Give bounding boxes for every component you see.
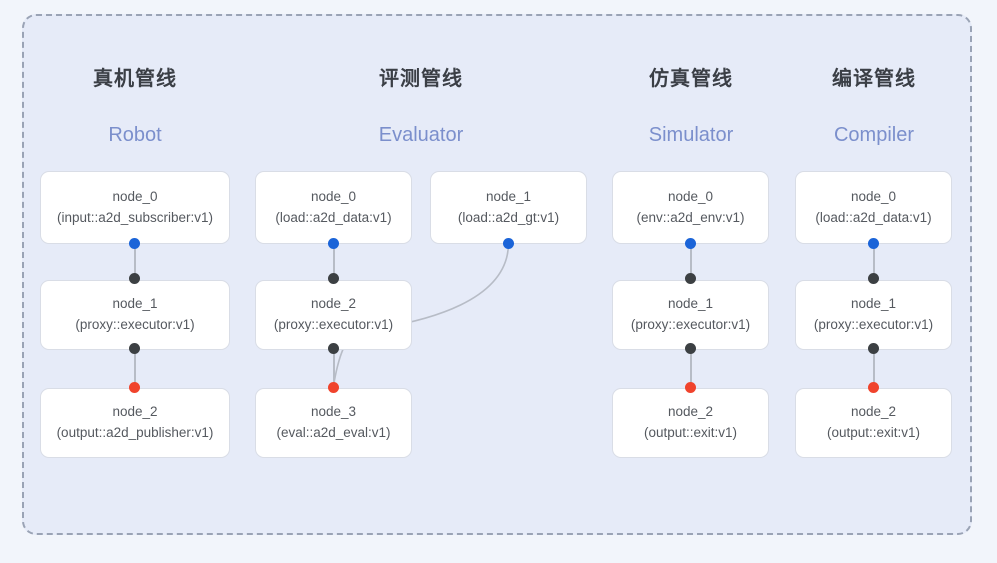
node-spec: (proxy::executor:v1) [75, 317, 195, 332]
node-id: node_2 [112, 404, 158, 420]
edge-sim-n0-n1 [690, 243, 692, 283]
column-title-zh-compiler: 编译管线 [832, 68, 916, 90]
edge-comp-n0-n1 [873, 243, 875, 283]
node-spec: (env::a2d_env:v1) [636, 209, 745, 225]
node-spec: (eval::a2d_eval:v1) [276, 425, 391, 440]
port-output-dark-robot-n1[interactable] [129, 343, 140, 354]
port-output-blue-robot-n0[interactable] [129, 238, 140, 249]
port-input-red-robot-n2[interactable] [129, 382, 140, 393]
port-input-red-evaluator-n3[interactable] [328, 382, 339, 393]
column-title-zh-simulator: 仿真管线 [649, 68, 733, 90]
node-spec: (output::exit:v1) [643, 425, 738, 440]
node-id: node_2 [850, 404, 897, 420]
node-robot-2[interactable]: node_2 (output::a2d_publisher:v1) [40, 388, 230, 458]
node-id: node_1 [667, 296, 714, 312]
port-input-dark-evaluator-n2[interactable] [328, 273, 339, 284]
port-input-dark-robot-n1[interactable] [129, 273, 140, 284]
node-compiler-1[interactable]: node_1 (proxy::executor:v1) [795, 280, 952, 350]
node-id: node_1 [112, 296, 158, 312]
column-title-en-evaluator: Evaluator [378, 124, 464, 146]
node-id: node_0 [667, 188, 714, 204]
port-output-dark-simulator-n1[interactable] [685, 343, 696, 354]
node-simulator-0[interactable]: node_0 (env::a2d_env:v1) [612, 171, 769, 244]
column-title-zh-evaluator: 评测管线 [379, 68, 463, 90]
port-output-dark-compiler-n1[interactable] [868, 343, 879, 354]
node-robot-1[interactable]: node_1 (proxy::executor:v1) [40, 280, 230, 350]
port-output-blue-evaluator-n0[interactable] [328, 238, 339, 249]
node-id: node_0 [310, 188, 357, 204]
node-simulator-2[interactable]: node_2 (output::exit:v1) [612, 388, 769, 458]
edge-r1-n0-n1 [134, 243, 136, 283]
edge-comp-n1-n2 [873, 346, 875, 388]
node-id: node_1 [850, 296, 897, 312]
port-output-dark-evaluator-n2[interactable] [328, 343, 339, 354]
port-input-dark-compiler-n1[interactable] [868, 273, 879, 284]
node-id: node_1 [485, 188, 532, 204]
node-id: node_2 [667, 404, 714, 420]
port-input-red-compiler-n2[interactable] [868, 382, 879, 393]
port-input-red-simulator-n2[interactable] [685, 382, 696, 393]
port-input-dark-simulator-n1[interactable] [685, 273, 696, 284]
node-compiler-0[interactable]: node_0 (load::a2d_data:v1) [795, 171, 952, 244]
node-robot-0[interactable]: node_0 (input::a2d_subscriber:v1) [40, 171, 230, 244]
edge-r1-n1-n2 [134, 346, 136, 388]
column-title-zh-robot: 真机管线 [93, 68, 177, 90]
column-title-en-compiler: Compiler [833, 124, 915, 146]
node-evaluator-2[interactable]: node_2 (proxy::executor:v1) [255, 280, 412, 350]
node-evaluator-1[interactable]: node_1 (load::a2d_gt:v1) [430, 171, 587, 244]
node-spec: (input::a2d_subscriber:v1) [56, 209, 214, 225]
node-id: node_0 [850, 188, 897, 204]
column-title-en-simulator: Simulator [648, 124, 734, 146]
node-id: node_2 [310, 296, 357, 312]
port-output-blue-evaluator-n1[interactable] [503, 238, 514, 249]
column-title-en-robot: Robot [108, 124, 162, 146]
node-compiler-2[interactable]: node_2 (output::exit:v1) [795, 388, 952, 458]
node-spec: (output::exit:v1) [826, 425, 921, 440]
node-spec: (output::a2d_publisher:v1) [56, 425, 214, 440]
edge-sim-n1-n2 [690, 346, 692, 388]
node-spec: (proxy::executor:v1) [273, 317, 394, 332]
node-spec: (proxy::executor:v1) [813, 317, 934, 332]
node-evaluator-3[interactable]: node_3 (eval::a2d_eval:v1) [255, 388, 412, 458]
node-spec: (load::a2d_gt:v1) [457, 209, 560, 225]
node-simulator-1[interactable]: node_1 (proxy::executor:v1) [612, 280, 769, 350]
node-spec: (load::a2d_data:v1) [275, 209, 392, 225]
port-output-blue-compiler-n0[interactable] [868, 238, 879, 249]
node-id: node_0 [112, 188, 158, 204]
port-output-blue-simulator-n0[interactable] [685, 238, 696, 249]
node-id: node_3 [310, 404, 357, 420]
node-spec: (load::a2d_data:v1) [815, 209, 932, 225]
node-evaluator-0[interactable]: node_0 (load::a2d_data:v1) [255, 171, 412, 244]
node-spec: (proxy::executor:v1) [630, 317, 751, 332]
